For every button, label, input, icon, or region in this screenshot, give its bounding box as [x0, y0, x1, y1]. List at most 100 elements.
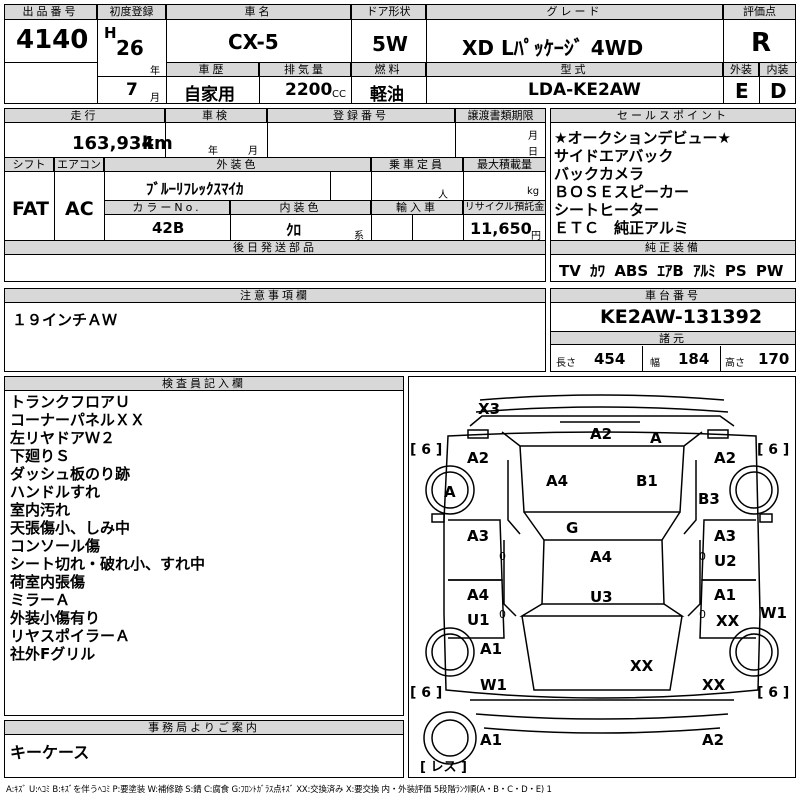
height-label: 高さ	[725, 358, 745, 369]
regno-label: 登録番号	[268, 109, 455, 123]
tire-tread-rear-right: [ 6 ]	[757, 685, 789, 701]
car-diagram: X3 A2 A A2 A2 A A4 B1 B3 G A3 A3 U2 A4 A…	[410, 394, 789, 775]
mark-xx-trunk: XX	[630, 657, 654, 675]
inspector-item: ハンドルすれ	[10, 483, 101, 501]
import-label: 輸入車	[372, 201, 463, 215]
inspector-item: ダッシュ板のり跡	[10, 465, 131, 483]
grade: XD Lﾊﾟｯｹｰｼﾞ 4WD	[462, 36, 644, 60]
equip-item: ABS	[614, 262, 649, 280]
office-label: 事務局よりご案内	[5, 721, 403, 735]
office-box	[4, 720, 404, 778]
mark-u1: U1	[467, 611, 490, 629]
year-unit: 年	[150, 66, 160, 77]
chassis-number: KE2AW-131392	[600, 306, 763, 328]
sales-item: ＥＴＣ 純正アルミ	[554, 219, 689, 237]
height: 170	[758, 350, 790, 368]
interior-label: 内装色	[231, 201, 371, 215]
tire-tread-rear-left: [ 6 ]	[410, 685, 442, 701]
displacement-label: 排気量	[260, 63, 351, 77]
grade-label: グレード	[427, 5, 723, 20]
equip-item: ｶﾜ	[590, 262, 606, 280]
inspector-item: シート切れ・破れ小、すれ中	[10, 555, 206, 573]
month-unit: 月	[150, 93, 160, 104]
score: R	[751, 28, 772, 58]
tire-tread-front-right: [ 6 ]	[757, 442, 789, 458]
mark-a1-rear: A1	[480, 731, 502, 749]
mileage-label: 走行	[5, 109, 165, 123]
door-mark-zero: 0	[699, 550, 706, 563]
inspector-item: ミラーＡ	[10, 591, 71, 609]
mark-a2-front-left: A2	[467, 449, 489, 467]
door-type: 5W	[372, 32, 408, 56]
inspector-item: 社外Fグリル	[10, 645, 96, 663]
mark-a4-roof: A4	[590, 548, 612, 566]
interior-unit: 系	[354, 231, 364, 242]
color-no: 42B	[152, 219, 185, 237]
inspector-box	[4, 376, 404, 716]
equipment-list: TV ｶﾜ ABS ｴｱB ｱﾙﾐ PS PW	[559, 260, 783, 281]
equip-item: ｴｱB	[657, 262, 684, 280]
spec-label: 諸元	[551, 331, 795, 345]
tire-tread-front-left: [ 6 ]	[410, 442, 442, 458]
insp-year-unit: 年	[208, 146, 218, 157]
length: 454	[594, 350, 626, 368]
ext-score: E	[735, 79, 749, 103]
interior-color: ｸﾛ	[286, 221, 302, 239]
mark-a4-left: A4	[467, 586, 489, 604]
sales-item: ★オークションデビュー★	[554, 129, 731, 147]
history-label: 車歴	[167, 63, 259, 77]
mark-a3-right: A3	[714, 527, 736, 545]
inspector-label: 検査員記入欄	[5, 377, 403, 391]
chassis-box	[550, 288, 796, 372]
sales-item: サイドエアバック	[554, 147, 674, 165]
transfer-label: 譲渡書類期限	[456, 109, 545, 123]
mark-xx-right: XX	[716, 612, 740, 630]
inspector-item: トランクフロアＵ	[10, 393, 131, 411]
mark-u3-roof: U3	[590, 588, 613, 606]
width-label: 幅	[650, 358, 660, 369]
color-label: 外装色	[105, 158, 371, 172]
score-label: 評価点	[724, 5, 795, 20]
ac-label: エアコン	[55, 158, 104, 172]
inspector-item: 荷室内張傷	[10, 573, 86, 591]
chassis-label: 車台番号	[551, 289, 795, 303]
inspector-item: 左リヤドアＷ２	[10, 429, 116, 447]
era: H	[104, 24, 117, 42]
car-history: 自家用	[184, 85, 235, 105]
inspector-item: 下廻りＳ	[10, 447, 71, 465]
displacement: 2200	[285, 80, 333, 100]
sales-label: セールスポイント	[551, 109, 795, 123]
transfer-month-unit: 月	[528, 131, 538, 142]
model-label: 型式	[427, 63, 723, 77]
vehicle-info-table	[4, 108, 546, 282]
notes-label: 注意事項欄	[5, 289, 545, 303]
recycle-fee: 11,650	[470, 219, 532, 238]
mark-a1-left: A1	[480, 640, 502, 658]
equip-item: PS	[724, 262, 747, 280]
equip-item: PW	[755, 262, 784, 280]
equip-item: TV	[559, 262, 581, 280]
mark-xx-rear-right: XX	[702, 676, 726, 694]
capacity-label: 乗車定員	[372, 158, 463, 172]
inspector-item: コーナーパネルＸＸ	[10, 411, 145, 429]
ac: AC	[65, 198, 94, 220]
model-code: LDA-KE2AW	[528, 80, 641, 100]
office-text: キーケース	[10, 743, 90, 762]
mark-a2-bumper: A2	[590, 425, 612, 443]
mark-a4-hood: A4	[546, 472, 568, 490]
mark-x3: X3	[478, 400, 500, 418]
first-reg-label: 初度登録	[98, 5, 166, 20]
inspector-item: 天張傷小、しみ中	[10, 519, 131, 537]
door-mark-zero: 0	[499, 550, 506, 563]
int-score: D	[770, 79, 787, 103]
notes-text: １９インチＡＷ	[12, 311, 118, 329]
load-label: 最大積載量	[464, 158, 545, 172]
mark-u2: U2	[714, 552, 737, 570]
exterior-color: ﾌﾞﾙｰﾘﾌﾚｯｸｽﾏｲｶ	[146, 180, 244, 198]
inspector-list: トランクフロアＵ コーナーパネルＸＸ 左リヤドアＷ２ 下廻りＳ ダッシュ板のり跡…	[10, 393, 205, 663]
yen-unit: 円	[531, 231, 541, 242]
mark-a1-right: A1	[714, 586, 736, 604]
length-label: 長さ	[556, 358, 576, 369]
reg-month: 7	[126, 80, 138, 100]
lot-label: 出品番号	[5, 5, 97, 20]
